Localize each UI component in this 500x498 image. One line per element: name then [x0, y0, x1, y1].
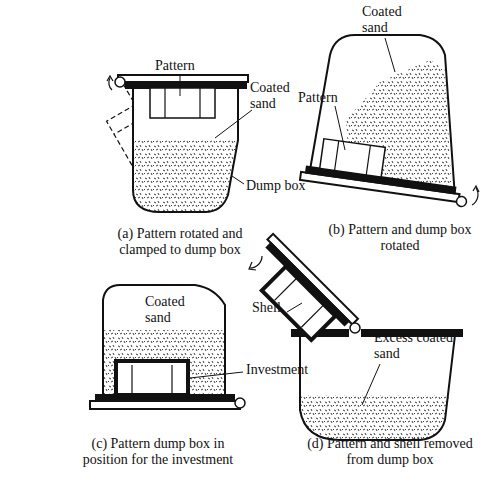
- panel-caption: (b) Pattern and dump box rotated: [325, 222, 475, 254]
- part-label: Coated sand: [250, 80, 295, 112]
- panel-caption: (a) Pattern rotated and clamped to dump …: [100, 226, 260, 258]
- panel-caption: (c) Pattern dump box in position for the…: [68, 436, 248, 468]
- panel-c: [90, 285, 245, 409]
- part-label: Excess coated sand: [374, 330, 454, 362]
- panel-d: [239, 234, 462, 440]
- part-label: Investment: [246, 362, 308, 378]
- part-label: Dump box: [246, 178, 306, 194]
- part-label: Coated sand: [145, 294, 190, 326]
- panel-caption: (d) Pattern and shell removed from dump …: [305, 436, 475, 468]
- part-label: Coated sand: [362, 4, 407, 36]
- part-label: Shell: [252, 300, 281, 316]
- part-label: Pattern: [155, 58, 195, 74]
- panel-a: [93, 75, 252, 212]
- part-label: Pattern: [298, 90, 338, 106]
- panel-b: [299, 35, 479, 207]
